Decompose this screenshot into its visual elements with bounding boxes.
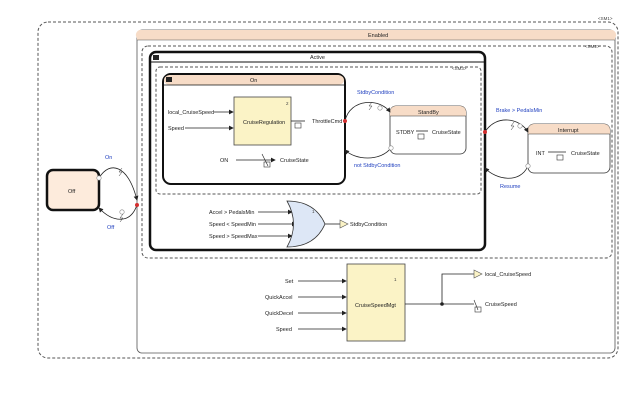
mgr-output-local-cruise-speed: local_CruiseSpeed (485, 272, 531, 278)
transition-resume-label: Resume (500, 184, 520, 190)
transition-junction (119, 209, 125, 215)
cruise-regulation-label: CruiseRegulation (243, 120, 285, 126)
sm1-boundary (37, 21, 619, 359)
interrupt-const-label: INT (536, 151, 546, 157)
or-input-1: Accel > PedalsMin (209, 210, 254, 216)
or-output-port-icon (339, 219, 349, 229)
state-on-title: On (250, 78, 257, 84)
state-interrupt-title: Interrupt (558, 128, 579, 134)
transition-on-label: On (105, 155, 112, 161)
mgr-input-quick-accel: QuickAccel (265, 295, 293, 301)
transition-on[interactable] (98, 167, 139, 201)
transition-off-label: Off (107, 225, 115, 231)
active-substate-icon (153, 55, 159, 60)
on-output-port-icon (263, 161, 271, 168)
or-output-label: StdbyCondition (350, 222, 387, 228)
on-exit-dot (343, 119, 347, 123)
mgr-input-set: Set (285, 279, 294, 285)
state-enabled-title: Enabled (368, 33, 388, 39)
transition-to-interrupt-label: Brake > PedalsMin (496, 108, 542, 114)
transition-junction (525, 163, 531, 169)
transition-to-interrupt[interactable] (484, 119, 529, 133)
transition-to-on[interactable] (344, 147, 392, 159)
transition-trigger-icon (118, 167, 123, 177)
interrupt-cruise-state-output: CruiseState (571, 151, 600, 157)
transition-junction (517, 123, 523, 129)
transition-junction (377, 105, 383, 111)
cruise-speed-mgt-block[interactable]: 1 CruiseSpeedMgt (346, 263, 406, 342)
local-cruise-speed-port-icon (473, 269, 483, 279)
transition-to-standby-label: StdbyCondition (357, 90, 394, 96)
transition-off[interactable] (98, 204, 138, 220)
input-speed: Speed (168, 126, 184, 132)
throttle-cmd-output: ThrottleCmd (312, 119, 342, 125)
cruise-regulation-block[interactable]: 2 CruiseRegulation (233, 96, 292, 146)
mgr-output-cruise-speed: CruiseSpeed (485, 302, 517, 308)
sm2-boundary (141, 45, 613, 259)
sm3-label: <SM3> (452, 66, 467, 71)
active-exit-dot (483, 130, 487, 134)
standby-output-port-icon (417, 133, 425, 140)
cruise-regulation-index: 2 (286, 101, 289, 106)
state-interrupt[interactable]: Interrupt (527, 123, 611, 174)
transition-resume[interactable] (484, 165, 529, 179)
enabled-exit-dot (135, 203, 139, 207)
interrupt-output-port-icon (556, 154, 564, 161)
standby-cruise-state-output: CruiseState (432, 130, 461, 136)
state-off-title: Off (68, 189, 76, 195)
standby-const-label: STDBY (396, 130, 415, 136)
cruise-speed-port-icon (474, 306, 482, 313)
cruise-speed-mgt-label: CruiseSpeedMgt (355, 303, 396, 309)
state-off[interactable]: Off (45, 168, 101, 212)
transition-trigger-icon (119, 213, 124, 223)
sm1-label: <SM1> (598, 16, 613, 21)
sm2-label: <SM2> (585, 44, 600, 49)
transition-to-on-label: not StdbyCondition (354, 163, 400, 169)
mgr-input-speed: Speed (276, 327, 292, 333)
state-standby-title: StandBy (418, 110, 439, 116)
or-input-3: Speed > SpeedMax (209, 234, 258, 240)
on-substate-icon (166, 77, 172, 82)
output-port-icon (294, 122, 302, 129)
on-cruise-state-output: CruiseState (280, 158, 309, 164)
cruise-speed-mgt-index: 1 (394, 277, 397, 282)
state-active-title: Active (310, 55, 325, 61)
transition-trigger-icon (510, 121, 515, 131)
transition-junction (388, 145, 394, 151)
or-gate-index: 1 (312, 209, 315, 214)
input-local-cruise-speed: local_CruiseSpeed (168, 110, 214, 116)
transition-junction (96, 175, 102, 181)
mgr-input-quick-decel: QuickDecel (265, 311, 293, 317)
sm3-boundary (155, 66, 482, 195)
state-standby[interactable]: StandBy (389, 105, 467, 155)
transition-to-standby[interactable] (344, 102, 391, 122)
or-gate-block[interactable]: 1 (286, 200, 326, 248)
or-input-2: Speed < SpeedMin (209, 222, 256, 228)
on-const-label: ON (220, 158, 228, 164)
transition-trigger-icon (368, 101, 373, 111)
